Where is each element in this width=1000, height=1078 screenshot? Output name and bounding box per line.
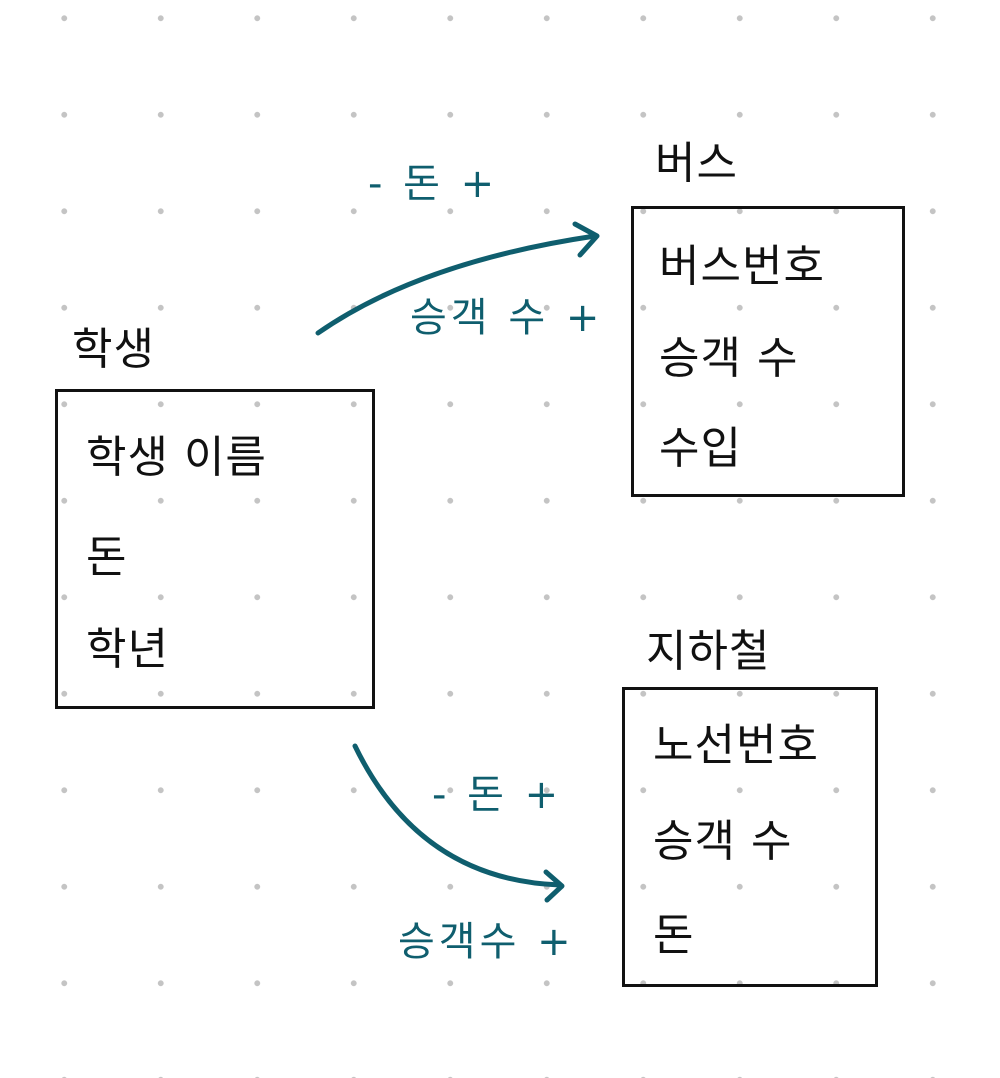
subway-title: 지하철 [646, 626, 771, 677]
subway-field-line-number: 노선번호 [653, 720, 819, 771]
arrowhead-subway [543, 869, 565, 903]
subway-box: 노선번호 승객 수 돈 [622, 687, 878, 987]
subway-arrow-top-label: - 돈 + [432, 772, 563, 818]
bus-arrow-top-label: - 돈 + [368, 161, 499, 207]
student-field-grade: 학년 [86, 624, 169, 675]
bus-field-passengers: 승객 수 [659, 333, 799, 384]
student-field-name: 학생 이름 [86, 432, 267, 483]
subway-arrow-bottom-label: 승객수 + [398, 919, 575, 965]
bus-field-number: 버스번호 [659, 241, 825, 292]
bus-box: 버스번호 승객 수 수입 [631, 206, 905, 497]
student-title: 학생 [72, 324, 155, 375]
arrow-student-to-bus [315, 233, 598, 336]
arrow-student-to-subway [352, 743, 563, 888]
subway-field-passengers: 승객 수 [653, 816, 793, 867]
student-box: 학생 이름 돈 학년 [55, 389, 375, 709]
bus-field-revenue: 수입 [659, 423, 742, 474]
arrowhead-bus [572, 221, 600, 258]
bus-arrow-bottom-label: 승객 수 + [410, 295, 604, 341]
student-field-money: 돈 [86, 532, 128, 583]
bus-title: 버스 [655, 138, 738, 189]
subway-field-money: 돈 [653, 910, 695, 961]
